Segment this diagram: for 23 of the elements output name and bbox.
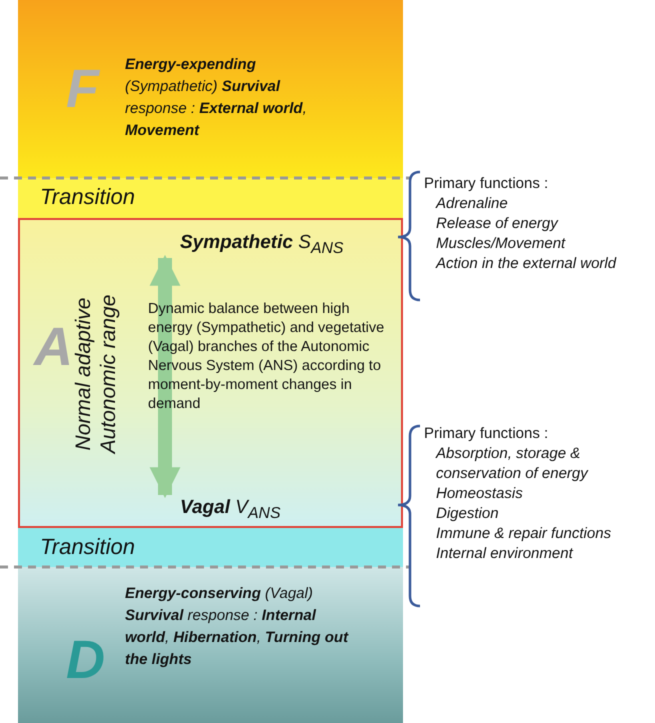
band-description: Energy-conserving (Vagal) Survival response : Internal world, Hibernation, Turning out the lights: [125, 584, 350, 670]
list-item: Immune & repair functions: [435, 524, 612, 544]
list-item: Internal environment: [435, 544, 574, 564]
branch-label: Vagal V$_{ANS}$: [180, 497, 280, 523]
band-letter: F: [66, 58, 99, 120]
band-title: Transition: [40, 184, 135, 210]
list-item: Muscles/Movement: [435, 234, 567, 254]
description-text: Dynamic balance between high energy (Sympathetic) and vegetative (Vagal) branches of the Autonomic Nervous System (ANS) according to moment-by-moment changes in demand: [148, 300, 386, 414]
list-heading: Primary functions :: [424, 424, 550, 444]
band-title: Transition: [40, 534, 135, 560]
list-heading: Primary functions :: [424, 174, 550, 194]
list-item: Action in the external world: [434, 254, 618, 274]
axis-label: Normal adaptive Autonomic range: [71, 294, 121, 456]
list-item: Release of energy: [435, 214, 560, 234]
band-letter: A: [34, 316, 73, 378]
branch-label: Sympathetic S$_{ANS}$: [180, 232, 344, 258]
band-description: Energy-expending (Sympathetic) Survival response : External world, Movement: [125, 55, 308, 141]
list-item: Adrenaline: [434, 194, 509, 214]
list-item: Homeostasis: [435, 484, 524, 504]
list-item: Absorption, storage & conservation of energy: [434, 444, 590, 484]
double-arrow: [150, 254, 180, 498]
band-letter: D: [66, 629, 105, 691]
list-item: Digestion: [435, 504, 500, 524]
